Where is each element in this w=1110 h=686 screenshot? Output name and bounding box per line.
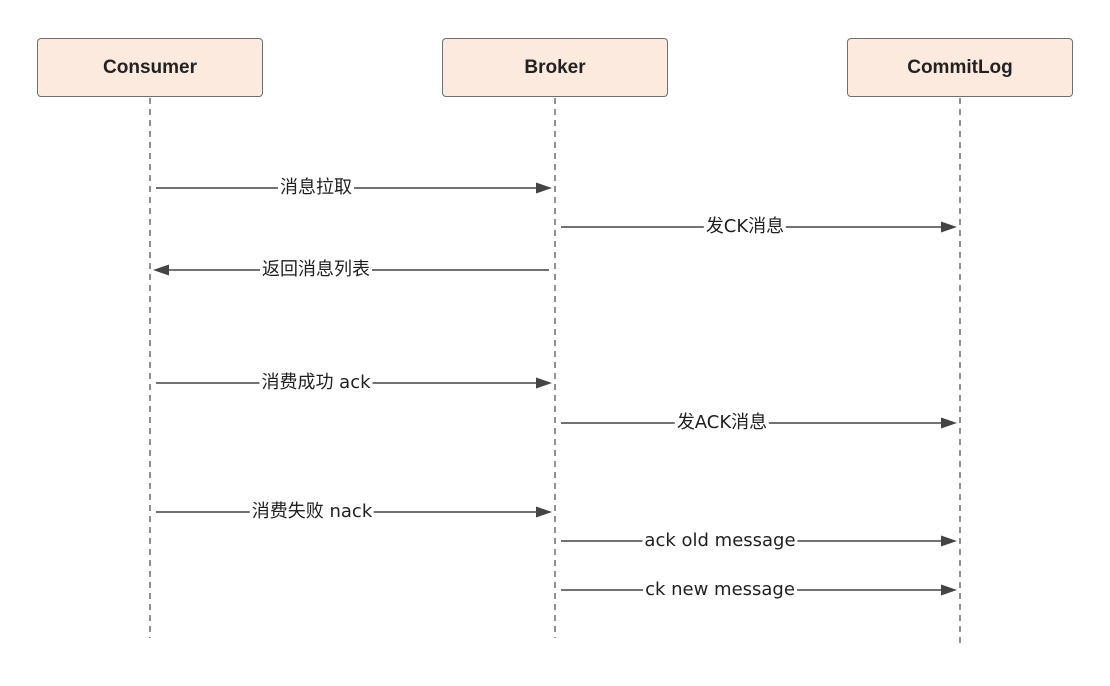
message-arrowhead — [536, 182, 552, 194]
participant-broker: Broker — [442, 38, 668, 97]
message-label: 消息拉取 — [278, 177, 354, 198]
participant-broker-label: Broker — [524, 56, 586, 78]
message-label: 消费成功 ack — [259, 372, 373, 393]
message-arrowhead — [153, 264, 169, 276]
message-arrowhead — [941, 417, 957, 429]
message-arrowhead — [941, 584, 957, 596]
message-label: 消费失败 nack — [249, 501, 375, 522]
participant-consumer-label: Consumer — [103, 56, 197, 78]
message-label: ack old message — [642, 530, 798, 551]
participant-consumer: Consumer — [37, 38, 263, 97]
participant-commitlog-label: CommitLog — [907, 56, 1013, 78]
message-arrowhead — [941, 221, 957, 233]
message-label: 返回消息列表 — [260, 259, 372, 280]
participant-commitlog: CommitLog — [847, 38, 1073, 97]
message-arrowhead — [941, 535, 957, 547]
message-arrowhead — [536, 506, 552, 518]
message-label: 发CK消息 — [703, 216, 787, 237]
message-arrowhead — [536, 377, 552, 389]
message-label: ck new message — [643, 579, 797, 600]
message-label: 发ACK消息 — [674, 412, 770, 433]
